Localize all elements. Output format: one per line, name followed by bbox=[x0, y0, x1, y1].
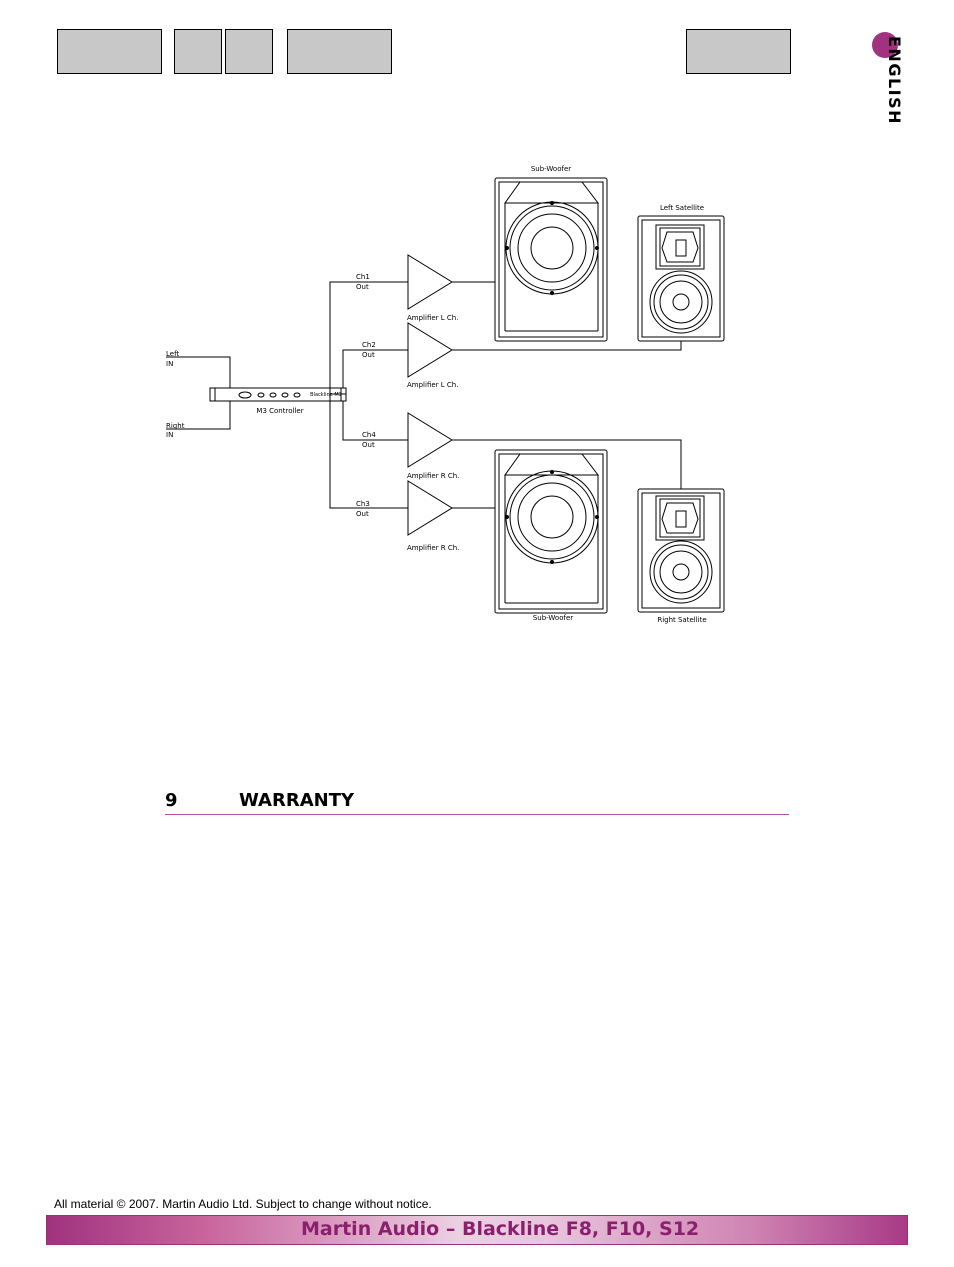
controller-knob bbox=[293, 392, 301, 398]
amplifier-3-label: Amplifier R Ch. bbox=[407, 472, 459, 480]
ch1-label: Ch1 bbox=[356, 273, 370, 281]
controller-label: M3 Controller bbox=[256, 407, 303, 415]
amplifier-4-label: Amplifier R Ch. bbox=[407, 544, 459, 552]
amplifier-1-label: Amplifier L Ch. bbox=[407, 314, 458, 322]
left-satellite-cabinet bbox=[637, 215, 725, 342]
right-satellite-label: Right Satellite bbox=[657, 616, 706, 624]
ch3-label: Ch3 bbox=[356, 500, 370, 508]
ch1-wire bbox=[329, 281, 408, 395]
header-tab-5 bbox=[686, 29, 791, 74]
subwoofer-top-cabinet bbox=[494, 177, 608, 342]
amp2-to-left-satellite-wire bbox=[452, 341, 682, 351]
ch4-sub: Out bbox=[362, 441, 375, 449]
language-marker: ENGLISH bbox=[868, 30, 904, 140]
amp3-to-right-satellite-wire bbox=[452, 439, 682, 489]
ch4-wire bbox=[342, 401, 408, 441]
ch1-sub: Out bbox=[356, 283, 369, 291]
controller-knob bbox=[281, 392, 289, 398]
right-in-wire bbox=[166, 401, 231, 430]
right-in-sub: IN bbox=[166, 431, 173, 439]
controller-knob bbox=[269, 392, 277, 398]
ch2-label: Ch2 bbox=[362, 341, 376, 349]
header-tab-3 bbox=[225, 29, 273, 74]
controller-knob bbox=[257, 392, 265, 398]
sub-top-label: Sub-Woofer bbox=[531, 165, 571, 173]
left-in-label: Left bbox=[166, 350, 179, 358]
footer-bar: Martin Audio – Blackline F8, F10, S12 bbox=[46, 1215, 908, 1245]
left-satellite-label: Left Satellite bbox=[660, 204, 704, 212]
ch2-wire bbox=[342, 349, 408, 388]
ch2-sub: Out bbox=[362, 351, 375, 359]
sub-bottom-label: Sub-Woofer bbox=[533, 614, 573, 622]
subwoofer-bottom-cabinet bbox=[494, 449, 608, 614]
ch4-label: Ch4 bbox=[362, 431, 376, 439]
header-tab-4 bbox=[287, 29, 392, 74]
section-heading: 9 WARRANTY bbox=[165, 790, 789, 815]
controller-knob bbox=[238, 391, 252, 399]
wiring-diagram: Sub-Woofer Left Satellite Sub-Woofer Rig… bbox=[166, 165, 725, 624]
amplifier-2-label: Amplifier L Ch. bbox=[407, 381, 458, 389]
ch3-wire bbox=[329, 394, 408, 509]
right-in-label: Right bbox=[166, 422, 185, 430]
header-tab-2 bbox=[174, 29, 222, 74]
footer-title: Martin Audio – Blackline F8, F10, S12 bbox=[301, 1218, 700, 1240]
header-tab-1 bbox=[57, 29, 162, 74]
language-circle bbox=[872, 32, 898, 58]
amplifier-3-triangle bbox=[407, 412, 453, 468]
left-in-wire bbox=[166, 356, 231, 388]
right-satellite-cabinet bbox=[637, 488, 725, 613]
amplifier-2-triangle bbox=[407, 322, 453, 378]
amplifier-4-triangle bbox=[407, 480, 453, 536]
section-title: WARRANTY bbox=[239, 790, 355, 811]
ch3-sub: Out bbox=[356, 510, 369, 518]
section-number: 9 bbox=[165, 790, 178, 811]
controller-badge: Blackline M3 bbox=[310, 392, 342, 398]
left-in-sub: IN bbox=[166, 360, 173, 368]
amplifier-1-triangle bbox=[407, 254, 453, 310]
copyright-notice: All material © 2007. Martin Audio Ltd. S… bbox=[54, 1197, 432, 1211]
